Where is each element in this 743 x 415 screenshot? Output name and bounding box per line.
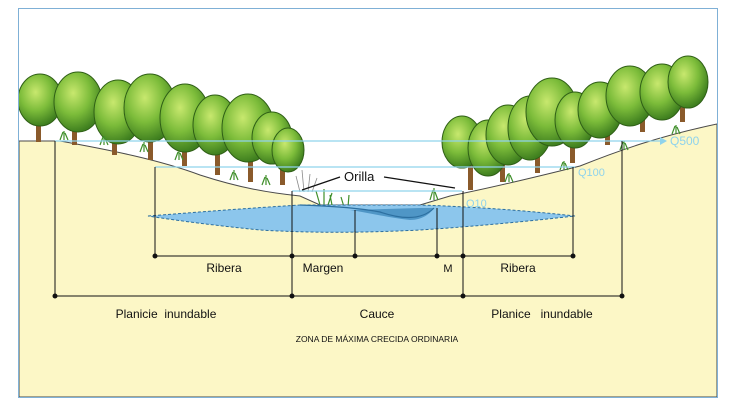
terrain bbox=[19, 123, 717, 397]
water bbox=[147, 204, 576, 233]
orilla-label: Orilla bbox=[344, 169, 375, 184]
planicie-left-label: Planicie inundable bbox=[116, 307, 217, 321]
q500-label: Q500 bbox=[670, 134, 700, 148]
zona-caption: ZONA DE MÁXIMA CRECIDA ORDINARIA bbox=[296, 334, 459, 344]
planicie-right-label: Planice inundable bbox=[491, 307, 593, 321]
margen-label: Margen bbox=[303, 261, 344, 275]
reeds-icon bbox=[295, 169, 318, 193]
cauce-label: Cauce bbox=[360, 307, 395, 321]
lower-dimension-dots bbox=[52, 293, 625, 299]
left-trees bbox=[19, 71, 305, 173]
q100-label: Q100 bbox=[578, 167, 605, 179]
orilla-pointer-left bbox=[301, 176, 341, 191]
q10-label: Q10 bbox=[466, 198, 487, 210]
orilla-pointer-right bbox=[383, 176, 456, 189]
right-trees bbox=[441, 55, 709, 177]
water-surface bbox=[299, 204, 435, 219]
grass bbox=[59, 125, 681, 208]
m-label: M bbox=[443, 263, 452, 275]
ribera-left-label: Ribera bbox=[206, 261, 242, 275]
vertical-guides bbox=[54, 141, 623, 296]
q500-arrow-icon bbox=[660, 137, 667, 145]
ribera-right-label: Ribera bbox=[500, 261, 536, 275]
upper-dimension-dots bbox=[152, 253, 576, 259]
